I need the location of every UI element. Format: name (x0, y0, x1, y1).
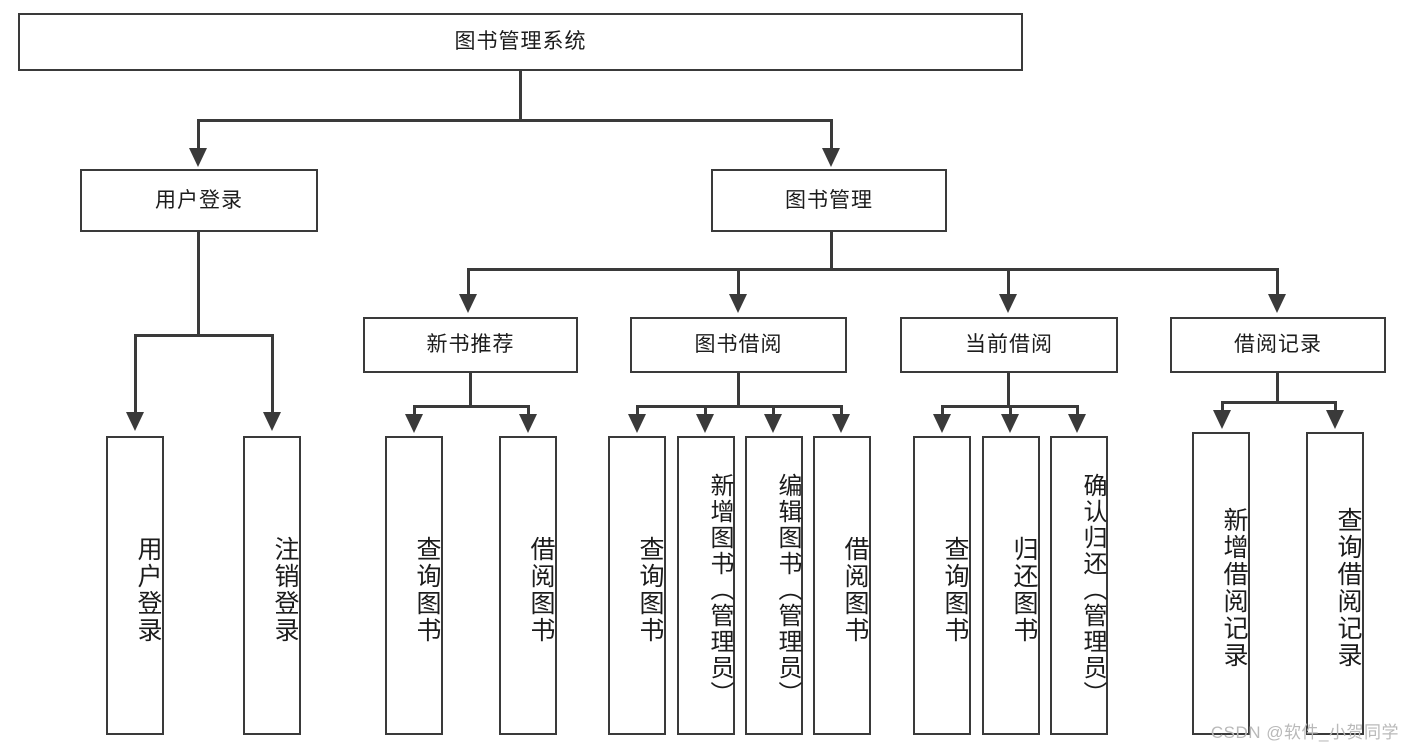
arrowhead-to-leaf-return-book (1001, 414, 1019, 433)
edge-to-leaf-edit-book (772, 405, 775, 417)
edge-book-borrow-bus (636, 405, 843, 408)
edge-book-management-stem (830, 232, 833, 269)
edge-to-book-management (830, 119, 833, 151)
edge-to-leaf-query-book-2 (636, 405, 639, 417)
node-label: 查询借阅记录 (1334, 506, 1362, 669)
edge-to-user-login (197, 119, 200, 151)
node-leaf-return-book[interactable]: 归还图书 (982, 436, 1040, 735)
node-leaf-borrow-book-new-recommend[interactable]: 借阅图书 (499, 436, 557, 735)
node-leaf-borrow-book-borrow[interactable]: 借阅图书 (813, 436, 871, 735)
node-label: 当前借阅 (965, 333, 1053, 357)
node-label: 注销登录 (271, 535, 299, 644)
edge-to-leaf-confirm-return (1076, 405, 1079, 417)
node-leaf-query-borrow-record[interactable]: 查询借阅记录 (1306, 432, 1364, 735)
edge-to-leaf-query-record (1334, 401, 1337, 413)
node-user-login[interactable]: 用户登录 (80, 169, 318, 232)
edge-current-borrow-stem (1007, 373, 1010, 406)
node-label: 用户登录 (134, 535, 162, 644)
node-leaf-add-borrow-record[interactable]: 新增借阅记录 (1192, 432, 1250, 735)
edge-new-book-recommend-bus (413, 405, 530, 408)
node-label: 新增图书（管理员） (706, 472, 733, 707)
node-borrow-record[interactable]: 借阅记录 (1170, 317, 1386, 373)
node-leaf-query-book-current[interactable]: 查询图书 (913, 436, 971, 735)
node-leaf-add-book[interactable]: 新增图书（管理员） (677, 436, 735, 735)
node-label: 图书借阅 (694, 333, 783, 357)
edge-to-leaf-return-book (1009, 405, 1012, 417)
node-leaf-edit-book[interactable]: 编辑图书（管理员） (745, 436, 803, 735)
edge-user-login-bus (134, 334, 274, 337)
arrowhead-to-leaf-user-login (126, 412, 144, 431)
node-label: 新书推荐 (426, 333, 515, 357)
node-root-book-management-system[interactable]: 图书管理系统 (18, 13, 1023, 71)
node-label: 编辑图书（管理员） (774, 472, 801, 707)
edge-borrow-record-stem (1276, 373, 1279, 402)
arrowhead-to-leaf-add-book (696, 414, 714, 433)
edge-to-current-borrow (1007, 268, 1010, 296)
arrowhead-to-borrow-record (1268, 294, 1286, 313)
edge-to-leaf-query-book-1 (413, 405, 416, 417)
node-leaf-query-book-borrow[interactable]: 查询图书 (608, 436, 666, 735)
arrowhead-to-current-borrow (999, 294, 1017, 313)
edge-root-stem (519, 71, 522, 120)
node-label: 查询图书 (941, 535, 969, 644)
node-label: 借阅记录 (1234, 333, 1322, 357)
node-label: 新增借阅记录 (1220, 506, 1248, 669)
edge-to-book-borrow (737, 268, 740, 296)
arrowhead-to-leaf-query-record (1326, 410, 1344, 429)
node-leaf-query-book-new-recommend[interactable]: 查询图书 (385, 436, 443, 735)
arrowhead-to-leaf-add-record (1213, 410, 1231, 429)
arrowhead-to-new-book-recommend (459, 294, 477, 313)
arrowhead-to-book-management (822, 148, 840, 167)
node-label: 借阅图书 (527, 535, 555, 644)
edge-user-login-stem (197, 232, 200, 335)
node-label: 用户登录 (155, 188, 243, 212)
node-label: 查询图书 (413, 535, 441, 644)
edge-to-leaf-add-record (1221, 401, 1224, 413)
node-leaf-logout[interactable]: 注销登录 (243, 436, 301, 735)
edge-to-leaf-add-book (704, 405, 707, 417)
edge-level2-bus (197, 119, 833, 122)
node-leaf-user-login[interactable]: 用户登录 (106, 436, 164, 735)
arrowhead-to-leaf-borrow-book-1 (519, 414, 537, 433)
node-label: 确认归还（管理员） (1079, 472, 1106, 707)
edge-to-leaf-borrow-book-1 (527, 405, 530, 417)
node-label: 归还图书 (1010, 535, 1038, 644)
arrowhead-to-leaf-logout (263, 412, 281, 431)
edge-to-new-book-recommend (467, 268, 470, 296)
node-label: 图书管理系统 (454, 30, 587, 54)
edge-borrow-record-bus (1221, 401, 1337, 404)
edge-book-borrow-stem (737, 373, 740, 406)
node-book-borrow[interactable]: 图书借阅 (630, 317, 847, 373)
arrowhead-to-user-login (189, 148, 207, 167)
edge-to-leaf-borrow-book-2 (840, 405, 843, 417)
node-label: 借阅图书 (841, 535, 869, 644)
arrowhead-to-leaf-query-book-1 (405, 414, 423, 433)
arrowhead-to-leaf-borrow-book-2 (832, 414, 850, 433)
edge-to-leaf-logout (271, 334, 274, 414)
csdn-watermark: CSDN @软件_小贺同学 (1210, 723, 1399, 742)
node-current-borrow[interactable]: 当前借阅 (900, 317, 1118, 373)
node-leaf-confirm-return[interactable]: 确认归还（管理员） (1050, 436, 1108, 735)
edge-new-book-recommend-stem (469, 373, 472, 406)
edge-to-leaf-query-book-3 (941, 405, 944, 417)
node-book-management[interactable]: 图书管理 (711, 169, 947, 232)
node-label: 图书管理 (785, 188, 873, 212)
arrowhead-to-leaf-edit-book (764, 414, 782, 433)
arrowhead-to-book-borrow (729, 294, 747, 313)
node-new-book-recommend[interactable]: 新书推荐 (363, 317, 578, 373)
arrowhead-to-leaf-query-book-3 (933, 414, 951, 433)
arrowhead-to-leaf-confirm-return (1068, 414, 1086, 433)
edge-to-leaf-user-login (134, 334, 137, 414)
node-label: 查询图书 (636, 535, 664, 644)
edge-to-borrow-record (1276, 268, 1279, 296)
edge-level3-bus (467, 268, 1279, 271)
arrowhead-to-leaf-query-book-2 (628, 414, 646, 433)
